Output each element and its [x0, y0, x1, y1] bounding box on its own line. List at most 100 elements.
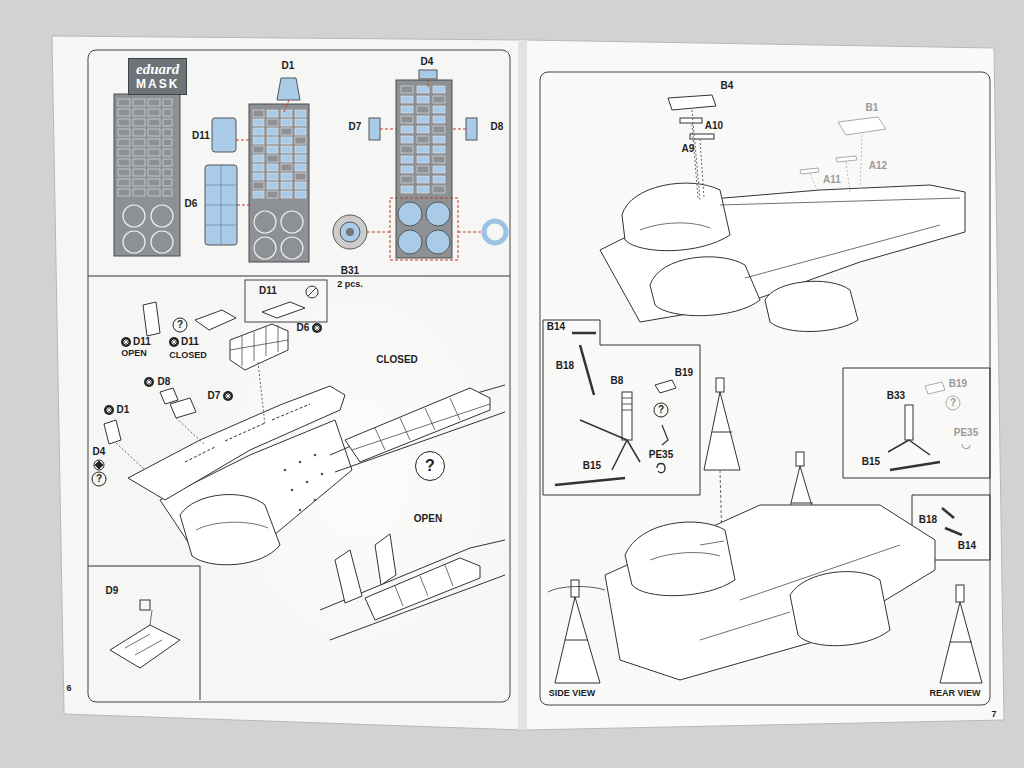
- mask-cell: [163, 139, 172, 146]
- fuselage: [128, 386, 345, 500]
- mask-cell: [417, 126, 429, 133]
- mask-cell: [417, 96, 429, 103]
- mask-cell: [133, 149, 145, 156]
- part-number: D6: [185, 199, 198, 209]
- mask-cell: [295, 182, 306, 189]
- mask-cell: [267, 182, 278, 189]
- mask-cell: [433, 156, 445, 163]
- mask-cell: [295, 128, 306, 135]
- node-title: eduard: [136, 61, 179, 78]
- mask-cell: [253, 155, 264, 162]
- canopy-part: [160, 388, 178, 404]
- mask-cell: [267, 173, 278, 180]
- mask-cell: [253, 110, 264, 117]
- mask-symbol: [314, 325, 320, 331]
- part-number: B14: [547, 322, 565, 332]
- mask-symbol: [104, 405, 114, 415]
- mask-cell: [295, 137, 306, 144]
- placement-leader: [236, 140, 252, 141]
- mask-symbol: [106, 407, 112, 413]
- panel-divider: [88, 276, 510, 277]
- assembly-leader: [692, 110, 704, 200]
- option-mark: ?: [658, 405, 664, 415]
- part-number: D1: [117, 405, 130, 415]
- rivet: [321, 473, 324, 476]
- mask-cell: [267, 146, 278, 153]
- mask-cell: [401, 136, 413, 143]
- no-symbol: [306, 286, 318, 298]
- mask-cell: [401, 126, 413, 133]
- mask-symbol: [121, 337, 131, 347]
- open-hatch: [335, 550, 362, 603]
- mask-cell: [148, 99, 160, 106]
- mask-cell: [417, 86, 429, 93]
- mask-cell: [267, 155, 278, 162]
- mask-cell: [401, 86, 413, 93]
- mask-wheel-outline: [123, 205, 145, 227]
- photo-etch-part: [662, 425, 668, 445]
- rivet: [284, 469, 287, 472]
- mask-cell: [148, 149, 160, 156]
- strut-part: [680, 118, 702, 123]
- wheel-mask: [398, 230, 422, 254]
- mask-cell: [118, 189, 130, 196]
- mask-cell: [118, 99, 130, 106]
- stand-column: [905, 405, 913, 440]
- wheel-mask: [340, 222, 360, 242]
- rivet: [306, 481, 309, 484]
- mask-cell: [133, 159, 145, 166]
- mask-cell: [281, 110, 292, 117]
- mask-cell: [433, 186, 445, 193]
- stand-column: [622, 392, 632, 440]
- fuselage-nose: [650, 257, 760, 316]
- mask-cell: [281, 146, 292, 153]
- option-circle: [92, 472, 106, 486]
- view-caption: CLOSED: [376, 355, 418, 365]
- mask-cell: [253, 164, 264, 171]
- wing-edge: [548, 586, 605, 592]
- mask-wheel-outline: [254, 237, 276, 259]
- mask-cell: [163, 179, 172, 186]
- canopy-part: [230, 324, 288, 370]
- detail-inset: [245, 280, 327, 322]
- part-number: B18: [556, 361, 574, 371]
- mask-cell: [133, 119, 145, 126]
- mask-cell: [267, 164, 278, 171]
- part-number: A9: [682, 144, 695, 154]
- part-number: D8: [491, 122, 504, 132]
- stand-column: [956, 585, 964, 602]
- part-number: 2 pcs.: [337, 280, 363, 289]
- no-symbol: [308, 288, 316, 296]
- mask-cell: [433, 106, 445, 113]
- mask-cell: [433, 86, 445, 93]
- mask-piece: [212, 118, 236, 152]
- detail-inset: [88, 566, 200, 700]
- page-frame: [540, 72, 990, 705]
- wing: [605, 505, 935, 680]
- paint-symbol: [94, 460, 104, 470]
- mask-cell: [118, 179, 130, 186]
- stand-column: [571, 580, 579, 597]
- mask-cell: [253, 182, 264, 189]
- paint-symbol: [95, 461, 103, 469]
- mask-cell: [133, 129, 145, 136]
- mask-cell: [253, 137, 264, 144]
- mask-cell: [163, 149, 172, 156]
- stand-column: [716, 378, 724, 392]
- canopy-part: [262, 302, 305, 318]
- option-mark: ?: [96, 474, 102, 484]
- wheel-hub: [346, 228, 354, 236]
- page-frame: [88, 50, 510, 702]
- mask-cell: [281, 128, 292, 135]
- view-caption: REAR VIEW: [929, 689, 980, 698]
- part-number: D4: [421, 57, 434, 67]
- page-number: 6: [66, 684, 71, 693]
- mask-sheet: [396, 80, 452, 258]
- option-circle: [946, 396, 960, 410]
- option-mark: ?: [177, 320, 183, 330]
- canopy-frame: [352, 398, 490, 450]
- view-caption: CLOSED: [169, 351, 207, 360]
- strut-part: [836, 156, 857, 162]
- view-caption: OPEN: [121, 349, 147, 358]
